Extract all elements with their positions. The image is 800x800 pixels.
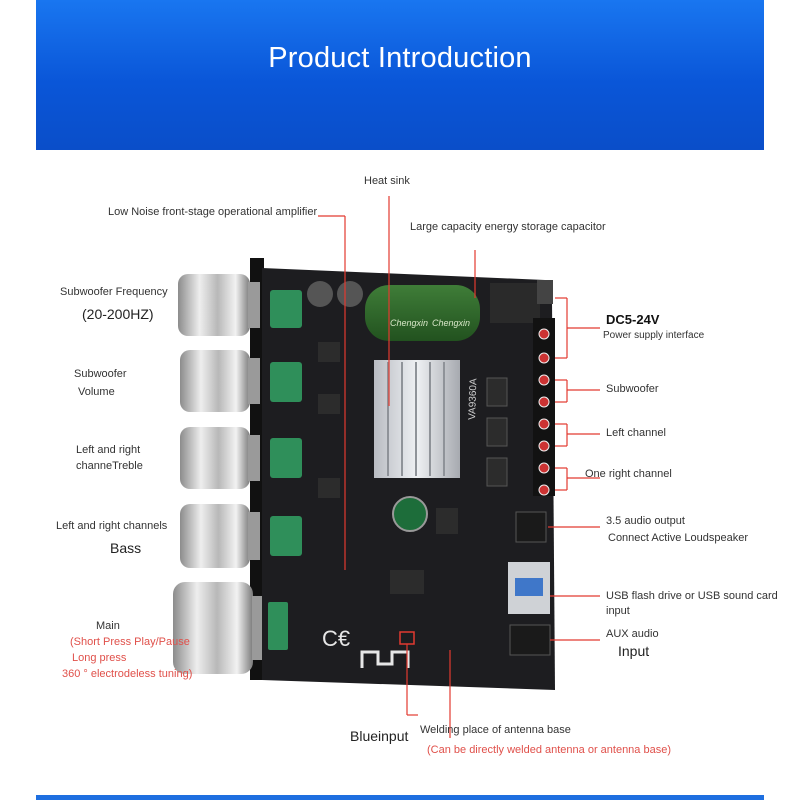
speaker-terminal-block — [533, 318, 555, 496]
knob-subwoofer-frequency — [178, 274, 260, 336]
label-main-short-press: (Short Press Play/Pause — [70, 636, 190, 648]
label-treble-1: Left and right — [76, 444, 141, 456]
audio-out-jack — [515, 511, 547, 543]
antenna-trace — [360, 650, 410, 668]
label-bass-1: Left and right channels — [56, 520, 168, 532]
label-power-interface: Power supply interface — [603, 330, 705, 341]
label-usb-input-2: input — [606, 605, 630, 617]
label-main: Main — [96, 620, 120, 632]
bt-chip — [390, 570, 424, 594]
label-bluetooth-input: Blueinput — [350, 728, 409, 744]
ce-mark: C€ — [322, 626, 350, 651]
regulator — [436, 508, 458, 534]
opamp-3 — [318, 478, 340, 498]
label-bass-2: Bass — [110, 540, 142, 556]
ic-1 — [486, 377, 508, 407]
ic-2 — [486, 417, 508, 447]
label-low-noise-opamp: Low Noise front-stage operational amplif… — [108, 206, 318, 218]
label-dc-voltage: DC5-24V — [606, 312, 660, 327]
bottom-bar — [36, 795, 764, 800]
label-active-speaker: Connect Active Loudspeaker — [608, 532, 749, 544]
label-left-channel: Left channel — [606, 427, 666, 439]
label-subwoofer-volume-1: Subwoofer — [74, 368, 127, 380]
label-antenna-note: (Can be directly welded antenna or anten… — [427, 744, 671, 756]
opamp-2 — [318, 394, 340, 414]
energy-capacitor — [365, 285, 480, 341]
label-right-channel: One right channel — [585, 468, 672, 480]
knob-treble — [180, 427, 260, 489]
label-subwoofer-output: Subwoofer — [606, 383, 659, 395]
round-cap — [392, 496, 428, 532]
small-cap-2 — [337, 281, 363, 307]
capacitor-brand-2: Chengxin — [432, 318, 470, 328]
aux-jack — [509, 624, 551, 656]
knob-subwoofer-volume — [180, 350, 260, 412]
label-main-long-press: Long press — [72, 652, 127, 664]
knob-bass — [180, 504, 260, 568]
label-subwoofer-volume-2: Volume — [78, 386, 115, 398]
label-aux-2: Input — [618, 643, 650, 659]
capacitor-brand-1: Chengxin — [390, 318, 428, 328]
label-antenna-base: Welding place of antenna base — [420, 724, 571, 736]
label-main-tuning: 360 ° electrodeless tuning) — [62, 668, 193, 680]
label-aux-1: AUX audio — [606, 628, 659, 640]
heat-sink — [374, 360, 460, 478]
leader-lines — [318, 196, 600, 738]
small-cap-1 — [307, 281, 333, 307]
label-subwoofer-frequency-range: (20-200HZ) — [82, 306, 154, 322]
page-title: Product Introduction — [268, 42, 532, 74]
chip-marking: VA9360A — [467, 378, 479, 420]
opamp-1 — [318, 342, 340, 362]
label-heat-sink: Heat sink — [364, 175, 410, 187]
pcb-board — [262, 268, 555, 690]
label-audio-output: 3.5 audio output — [606, 515, 685, 527]
dc-jack — [490, 283, 540, 323]
label-usb-input-1: USB flash drive or USB sound card — [606, 590, 778, 602]
potentiometers — [268, 290, 302, 650]
knob-main — [173, 582, 262, 674]
label-treble-2: channeTreble — [76, 460, 143, 472]
header-banner: Product Introduction — [36, 0, 764, 150]
ic-3 — [486, 457, 508, 487]
label-capacitor: Large capacity energy storage capacitor — [410, 221, 606, 233]
label-subwoofer-frequency: Subwoofer Frequency — [60, 286, 168, 298]
